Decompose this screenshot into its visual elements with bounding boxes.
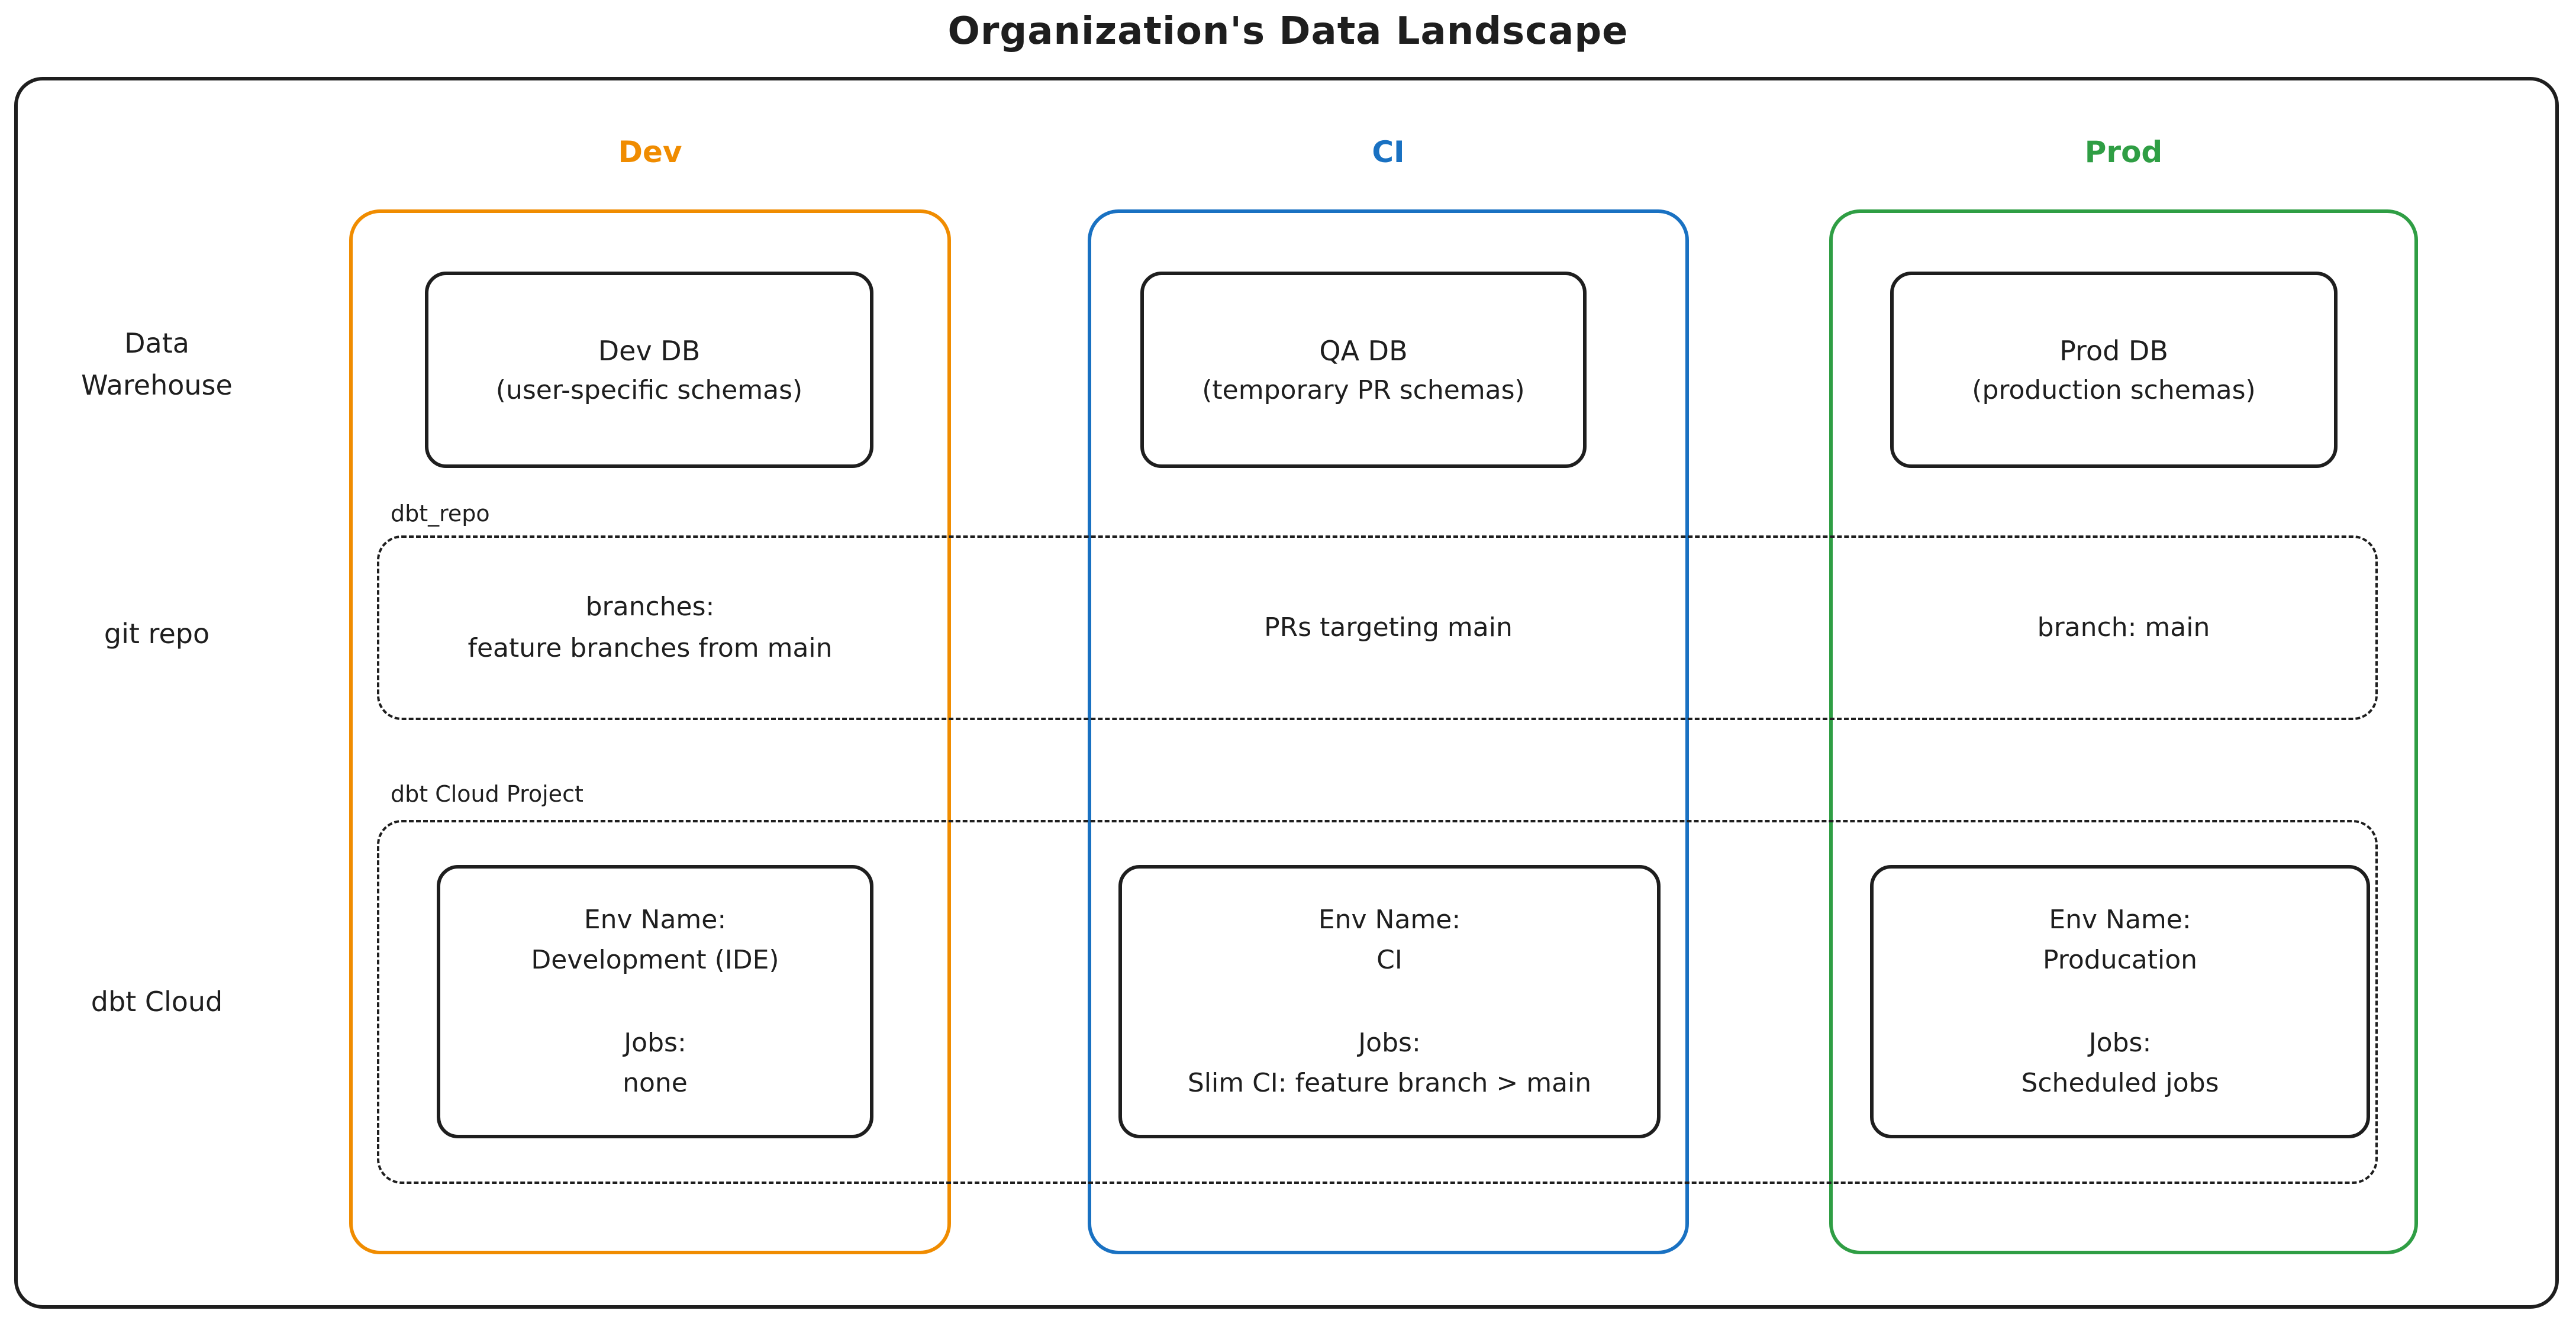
diagram-title: Organization's Data Landscape	[947, 9, 1629, 53]
git-repo-prod-text: branch: main	[2037, 612, 2210, 643]
column-box-dev	[349, 209, 951, 1254]
column-box-ci	[1088, 209, 1689, 1254]
git-repo-ci-text: PRs targeting main	[1264, 612, 1513, 643]
dbt-cloud-project-container	[377, 820, 2378, 1184]
dev-jobs-label: Jobs:	[624, 1028, 686, 1058]
ci-env-label: Env Name:	[1318, 904, 1461, 935]
column-header-prod: Prod	[2084, 135, 2163, 169]
git-repo-dev-text: branches: feature branches from main	[468, 591, 833, 663]
prod-jobs-value: Scheduled jobs	[2021, 1068, 2219, 1099]
qa-db-title: QA DB	[1319, 334, 1408, 367]
row-label-git-repo: git repo	[104, 618, 210, 650]
prod-jobs-label: Jobs:	[2088, 1028, 2152, 1058]
dev-env-value: Development (IDE)	[531, 944, 779, 975]
dev-db-box: Dev DB (user-specific schemas)	[425, 272, 873, 468]
dbt-repo-label: dbt_repo	[391, 501, 490, 527]
ci-env-value: CI	[1376, 944, 1403, 975]
column-header-dev: Dev	[618, 135, 682, 169]
prod-env-value: Producation	[2042, 944, 2198, 975]
qa-db-box: QA DB (temporary PR schemas)	[1140, 272, 1587, 468]
column-header-ci: CI	[1372, 135, 1405, 169]
row-label-data-warehouse: Data Warehouse	[81, 327, 233, 402]
column-box-prod	[1829, 209, 2418, 1254]
outer-frame	[14, 77, 2559, 1309]
dbt-env-box-ci: Env Name: CI Jobs: Slim CI: feature bran…	[1118, 865, 1661, 1138]
prod-db-title: Prod DB	[2059, 334, 2168, 367]
dbt-cloud-project-label: dbt Cloud Project	[391, 781, 583, 807]
dbt-env-box-dev: Env Name: Development (IDE) Jobs: none	[437, 865, 873, 1138]
prod-db-subtitle: (production schemas)	[1972, 375, 2256, 405]
dev-db-title: Dev DB	[598, 334, 701, 367]
row-label-dbt-cloud: dbt Cloud	[91, 986, 223, 1018]
dbt-repo-container	[377, 535, 2378, 720]
dev-jobs-value: none	[623, 1068, 688, 1099]
dbt-env-box-prod: Env Name: Producation Jobs: Scheduled jo…	[1870, 865, 2370, 1138]
dev-db-subtitle: (user-specific schemas)	[495, 375, 803, 405]
ci-jobs-value: Slim CI: feature branch > main	[1187, 1068, 1592, 1099]
prod-db-box: Prod DB (production schemas)	[1890, 272, 2338, 468]
ci-jobs-label: Jobs:	[1358, 1028, 1421, 1058]
dev-env-label: Env Name:	[583, 904, 727, 935]
prod-env-label: Env Name:	[2049, 904, 2191, 935]
qa-db-subtitle: (temporary PR schemas)	[1202, 375, 1525, 405]
